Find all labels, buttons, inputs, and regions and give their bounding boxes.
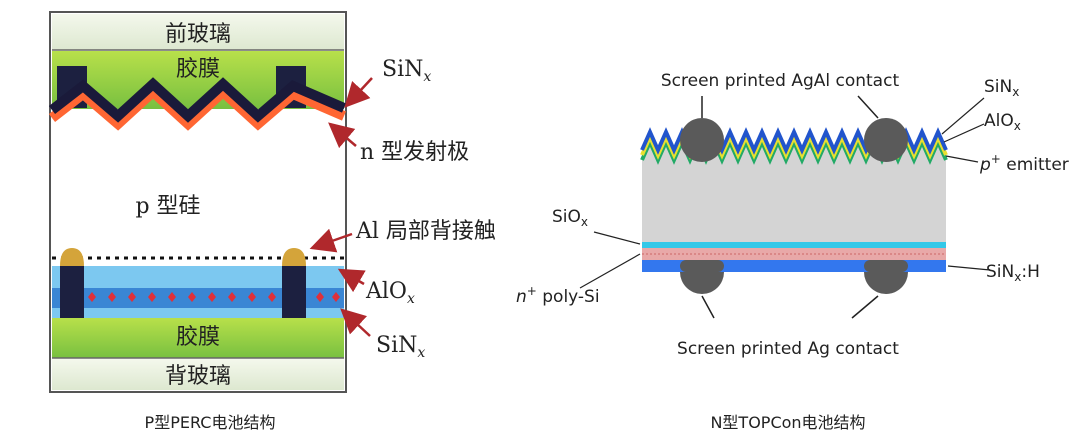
label-siox: SiOx [552,207,588,229]
al-contact-cap-right [282,248,306,266]
alox-lower-layer [52,308,344,318]
al-contact-right [282,266,306,318]
leader-ag-left [701,295,715,319]
label-alox: AlOx [365,279,415,307]
arrow-n-emitter [328,122,357,149]
leader-agal-right [857,95,879,119]
alox-layer [52,266,344,288]
back-glass-label: 背玻璃 [165,364,231,389]
agal-contact-right [864,118,908,162]
al-contact-left [60,266,84,318]
arrow-al-contact [309,228,353,253]
label-sinh: SiNx:H [986,262,1040,284]
arrow-alox [337,268,366,293]
sin-rear-layer [52,288,344,308]
ag-contact-left [680,272,724,294]
perc-caption: P型PERC电池结构 [145,413,276,432]
label-al-contact: Al 局部背接触 [355,219,496,244]
topcon-caption: N型TOPCon电池结构 [710,413,865,432]
sin-front-layer [48,77,346,123]
label-sin-right: SiNx [984,77,1019,99]
label-p-emitter: p+ emitter [979,152,1069,175]
n-emitter-layer [48,85,346,131]
front-glass-label: 前玻璃 [165,22,231,47]
leader-siox [593,231,641,245]
leader-sinh [947,265,991,271]
leader-ag-right [851,295,879,319]
leader-emitter [945,155,979,163]
label-sin-bottom: SiNx [376,333,425,361]
agal-contact-left [680,118,724,162]
label-ag-contact: Screen printed Ag contact [677,339,899,359]
label-poly-si: n+ poly-Si [516,284,600,307]
label-agal-contact: Screen printed AgAl contact [661,71,900,91]
leader-alox [943,123,985,143]
back-glass-layer [52,359,344,390]
bottom-film-layer [52,318,344,358]
topcon-diagram: Screen printed AgAl contact SiNx AlOx p+… [516,71,1069,432]
al-contact-cap-left [60,248,84,266]
label-alox-right: AlOx [984,111,1021,133]
bottom-film-label: 胶膜 [176,325,220,350]
siox-layer [642,242,946,248]
p-silicon-label: p 型硅 [135,194,200,219]
leader-poly [579,253,641,289]
top-film-label: 胶膜 [176,57,220,82]
arrow-sin-top [344,77,373,108]
wafer-texture [642,140,946,166]
front-glass-layer [52,14,344,50]
perc-diagram: 前玻璃 胶膜 p 型硅 [48,11,496,432]
label-sin-top: SiNx [382,57,431,85]
ag-contact-right [864,272,908,294]
leader-sin [941,97,985,135]
arrow-sin-bottom [340,308,371,337]
label-n-emitter: n 型发射极 [360,140,469,165]
